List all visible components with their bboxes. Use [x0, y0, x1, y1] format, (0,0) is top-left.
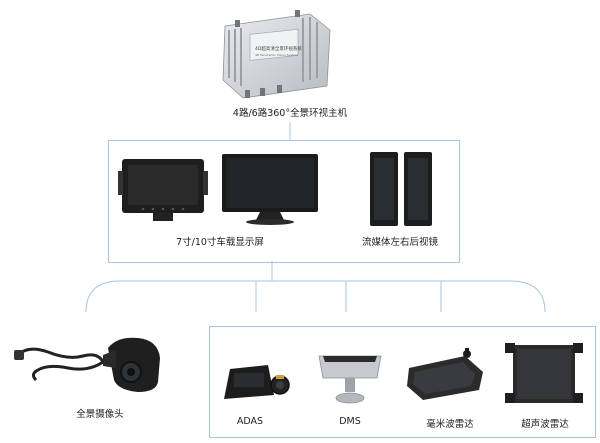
dms-label: DMS [339, 416, 361, 427]
mmwave-label: 毫米波雷达 [426, 419, 474, 430]
mmwave-radar-device [407, 348, 483, 400]
host-panel-text: 4D超高清全景环视系统 [255, 45, 302, 52]
adas-device [224, 365, 290, 399]
ultrasonic-label: 超声波雷达 [521, 419, 569, 430]
ultrasonic-radar-device [505, 343, 583, 403]
sensor-group-box [209, 326, 596, 438]
host-panel-subtext: 4D Panoramic Vision System [255, 53, 298, 57]
display-screen-label: 7寸/10寸车载显示屏 [176, 237, 264, 248]
host-unit-label: 4路/6路360°全景环视主机 [232, 108, 348, 119]
camera-label: 全景摄像头 [76, 409, 124, 420]
adas-label: ADAS [236, 416, 264, 427]
host-unit-device: 4D超高清全景环视系统 4D Panoramic Vision System [222, 10, 331, 99]
mirror-label: 流媒体左右后视镜 [361, 237, 438, 248]
monitor-10in-device [222, 154, 318, 225]
monitor-7in-device [118, 159, 208, 221]
display-group-box [108, 140, 460, 263]
panoramic-camera-device [14, 337, 160, 392]
streaming-mirror-device [370, 152, 432, 226]
dms-device [318, 355, 382, 404]
branch-arc [85, 280, 546, 313]
